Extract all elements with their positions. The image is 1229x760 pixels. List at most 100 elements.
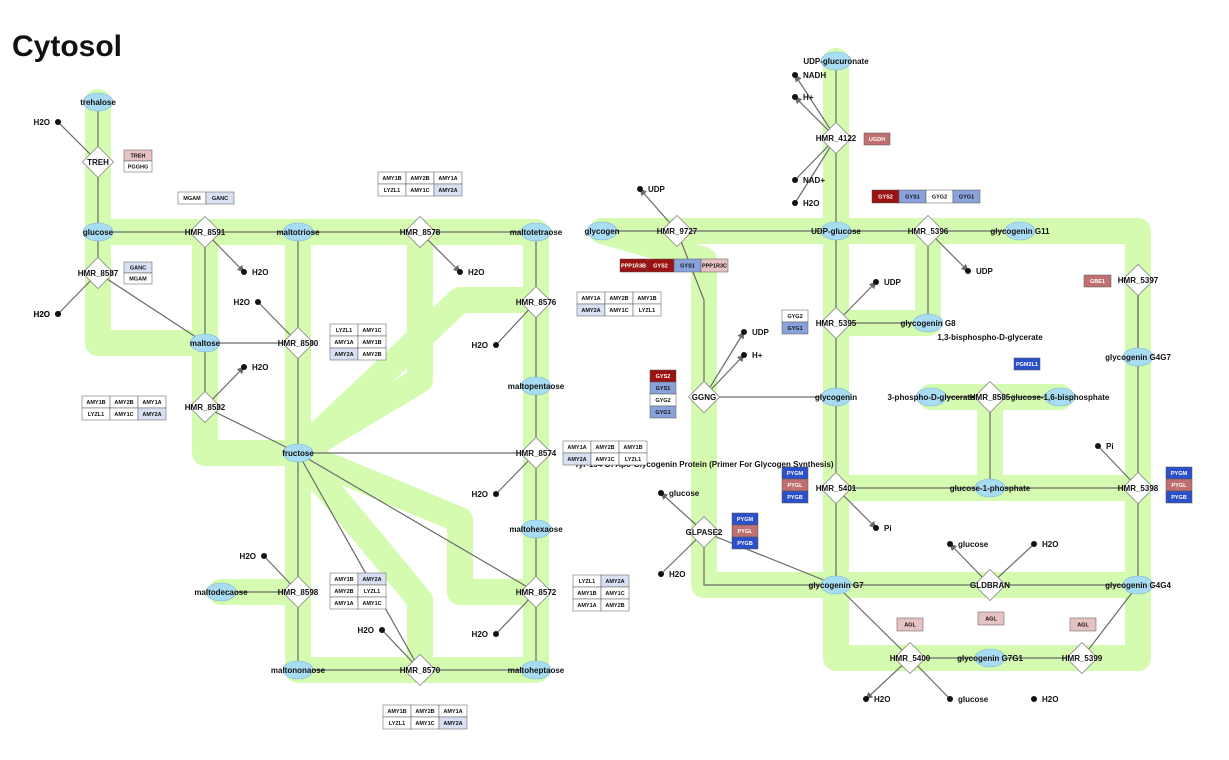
- gene-amy1c[interactable]: AMY1C: [604, 303, 634, 317]
- gene-amy1b[interactable]: AMY1B: [572, 586, 602, 600]
- gene-gyg1[interactable]: GYG1: [781, 321, 809, 335]
- reaction-8576[interactable]: HMR_8576: [516, 285, 557, 319]
- reaction-8598[interactable]: HMR_8598: [278, 575, 319, 609]
- gene-amy1b[interactable]: AMY1B: [357, 335, 387, 349]
- side-compound[interactable]: H2O: [241, 363, 268, 372]
- reaction-ggng[interactable]: GGNG: [687, 380, 721, 414]
- gene-amy1b[interactable]: AMY1B: [81, 395, 111, 409]
- metabolite-glycogen[interactable]: glycogen: [584, 221, 620, 241]
- reaction-5401[interactable]: HMR_5401: [816, 471, 857, 505]
- gene-pygl[interactable]: PYGL: [781, 478, 809, 492]
- gene-amy1b[interactable]: AMY1B: [382, 704, 412, 718]
- side-compound[interactable]: H2O: [358, 626, 385, 635]
- gene-lyzl1[interactable]: LYZL1: [572, 574, 602, 588]
- gene-ganc[interactable]: GANC: [123, 261, 153, 274]
- side-compound[interactable]: UDP: [741, 328, 770, 337]
- reaction-treh[interactable]: TREH: [81, 145, 115, 179]
- gene-amy2a[interactable]: AMY2A: [137, 407, 167, 421]
- gene-amy1a[interactable]: AMY1A: [576, 291, 606, 305]
- gene-amy2b[interactable]: AMY2B: [109, 395, 139, 409]
- gene-ppp1r3b[interactable]: PPP1R3B: [619, 258, 648, 273]
- gene-pygm[interactable]: PYGM: [731, 512, 759, 526]
- gene-amy2b[interactable]: AMY2B: [405, 171, 435, 185]
- side-compound[interactable]: H2O: [240, 552, 267, 561]
- metabolite-udpglucose[interactable]: UDP-glucose: [811, 221, 861, 241]
- side-compound[interactable]: NADH: [792, 71, 826, 80]
- gene-amy1a[interactable]: AMY1A: [329, 335, 359, 349]
- gene-amy1b[interactable]: AMY1B: [632, 291, 662, 305]
- reaction-4122[interactable]: HMR_4122: [816, 121, 857, 155]
- gene-lyzl1[interactable]: LYZL1: [81, 407, 111, 421]
- side-compound[interactable]: H2O: [472, 341, 499, 350]
- metabolite-maltose[interactable]: maltose: [189, 333, 221, 353]
- reaction-8578[interactable]: HMR_8578: [400, 215, 441, 249]
- gene-gyg1[interactable]: GYG1: [649, 405, 677, 419]
- metabolite-maltohexaose[interactable]: maltohexaose: [509, 519, 563, 539]
- metabolite-maltodecaose[interactable]: maltodecaose: [194, 582, 248, 602]
- reaction-8570[interactable]: HMR_8570: [400, 653, 441, 687]
- reaction-8574[interactable]: HMR_8574: [516, 436, 557, 470]
- side-compound[interactable]: H2O: [472, 490, 499, 499]
- side-compound[interactable]: UDP: [965, 267, 994, 276]
- gene-gyg1[interactable]: GYG1: [952, 189, 981, 204]
- gene-agl[interactable]: AGL: [896, 617, 924, 632]
- side-compound[interactable]: Pi: [873, 524, 892, 533]
- metabolite-glycogeninG8[interactable]: glycogenin G8: [900, 313, 956, 333]
- side-compound[interactable]: H2O: [234, 298, 261, 307]
- reaction-9727[interactable]: HMR_9727: [657, 214, 698, 248]
- side-compound[interactable]: UDP: [637, 185, 666, 194]
- gene-treh[interactable]: TREH: [123, 149, 153, 162]
- gene-gys1[interactable]: GYS1: [898, 189, 927, 204]
- side-compound[interactable]: glucose: [947, 540, 989, 549]
- metabolite-trehalose[interactable]: trehalose: [80, 92, 116, 112]
- gene-gbe1[interactable]: GBE1: [1083, 274, 1112, 288]
- gene-amy2a[interactable]: AMY2A: [438, 716, 468, 730]
- gene-pgghg[interactable]: PGGHG: [123, 160, 153, 173]
- gene-amy2a[interactable]: AMY2A: [576, 303, 606, 317]
- gene-gyg2[interactable]: GYG2: [925, 189, 954, 204]
- reaction-8585[interactable]: HMR_8585: [970, 380, 1011, 414]
- gene-amy1a[interactable]: AMY1A: [438, 704, 468, 718]
- side-compound[interactable]: H2O: [34, 118, 61, 127]
- side-compound[interactable]: NAD+: [792, 176, 825, 185]
- gene-gyg2[interactable]: GYG2: [649, 393, 677, 407]
- metabolite-glycogeninG11[interactable]: glycogenin G11: [990, 221, 1050, 241]
- gene-agl[interactable]: AGL: [1069, 617, 1097, 632]
- gene-gys2[interactable]: GYS2: [646, 258, 675, 273]
- side-compound[interactable]: H2O: [1031, 540, 1058, 549]
- gene-ppp1r3c[interactable]: PPP1R3C: [700, 258, 729, 273]
- gene-mgam[interactable]: MGAM: [123, 272, 153, 285]
- gene-amy2b[interactable]: AMY2B: [329, 584, 359, 598]
- gene-agl[interactable]: AGL: [977, 611, 1005, 626]
- reaction-glpase2[interactable]: GLPASE2: [686, 515, 723, 549]
- metabolite-maltotetraose[interactable]: maltotetraose: [510, 222, 563, 242]
- gene-amy2a[interactable]: AMY2A: [600, 574, 630, 588]
- gene-gys2[interactable]: GYS2: [871, 189, 900, 204]
- gene-pygl[interactable]: PYGL: [1165, 478, 1193, 492]
- reaction-5397[interactable]: HMR_5397: [1118, 263, 1159, 297]
- metabolite-g1p[interactable]: glucose-1-phosphate: [950, 478, 1031, 498]
- gene-pygm[interactable]: PYGM: [1165, 466, 1193, 480]
- gene-amy2b[interactable]: AMY2B: [604, 291, 634, 305]
- gene-gys2[interactable]: GYS2: [649, 369, 677, 383]
- metabolite-maltotriose[interactable]: maltotriose: [276, 222, 320, 242]
- side-compound[interactable]: H2O: [863, 695, 890, 704]
- gene-amy1c[interactable]: AMY1C: [405, 183, 435, 197]
- gene-amy1c[interactable]: AMY1C: [410, 716, 440, 730]
- gene-amy1c[interactable]: AMY1C: [590, 452, 620, 466]
- reaction-8587[interactable]: HMR_8587: [78, 256, 119, 290]
- metabolite-glycogeninG4G7[interactable]: glycogenin G4G7: [1105, 347, 1171, 367]
- metabolite-maltoheptaose[interactable]: maltoheptaose: [508, 660, 565, 680]
- gene-gyg2[interactable]: GYG2: [781, 309, 809, 323]
- reaction-5395[interactable]: HMR_5395: [816, 306, 857, 340]
- side-compound[interactable]: H2O: [658, 570, 685, 579]
- reaction-5400[interactable]: HMR_5400: [890, 641, 931, 675]
- side-compound[interactable]: H+: [792, 93, 814, 102]
- gene-ugdh[interactable]: UGDH: [863, 132, 891, 146]
- gene-pgm2l1[interactable]: PGM2L1: [1013, 357, 1041, 371]
- gene-amy2b[interactable]: AMY2B: [590, 440, 620, 454]
- gene-amy1b[interactable]: AMY1B: [377, 171, 407, 185]
- reaction-5398[interactable]: HMR_5398: [1118, 471, 1159, 505]
- side-compound[interactable]: H2O: [792, 199, 819, 208]
- gene-amy2a[interactable]: AMY2A: [357, 572, 387, 586]
